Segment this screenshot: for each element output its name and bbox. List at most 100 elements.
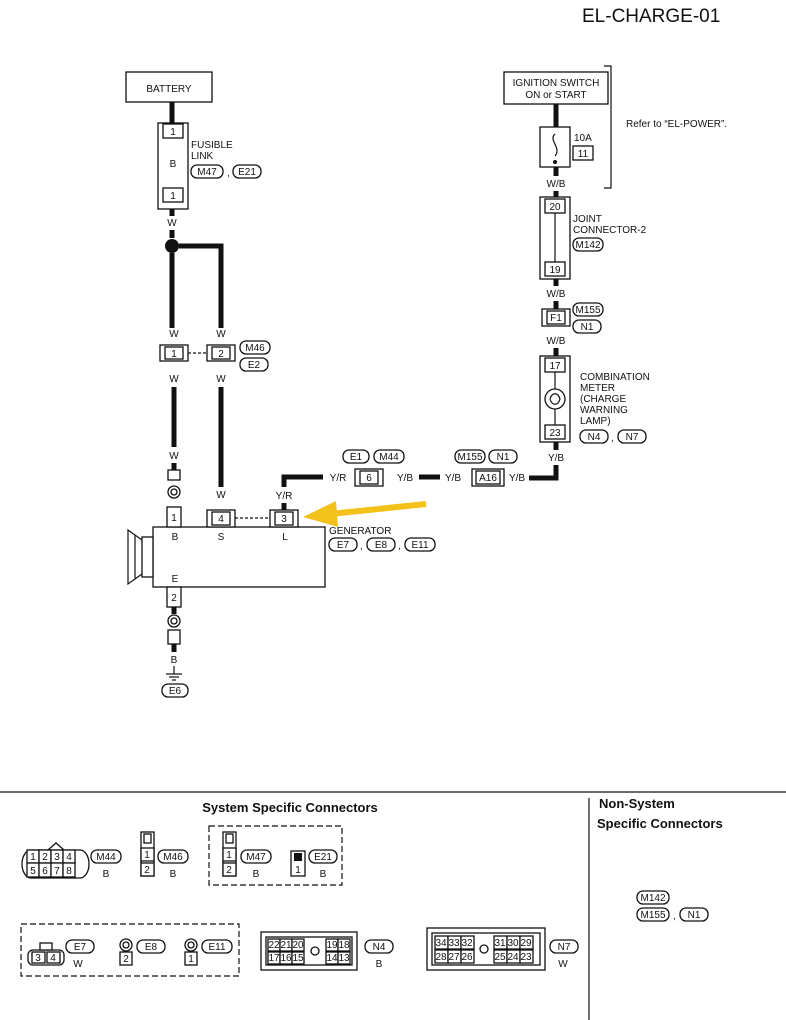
- conn-n1b-oval: [488, 449, 518, 464]
- fuse-number: 11: [578, 149, 589, 160]
- wire-label-w-6: W: [169, 451, 179, 462]
- legend-n4-oval: [364, 939, 394, 954]
- svg-text:20: 20: [292, 940, 304, 951]
- eyelet-b-inner: [170, 488, 178, 496]
- svg-text:29: 29: [520, 938, 532, 949]
- legend-m46-oval: [157, 849, 189, 864]
- legend-m44-color: B: [103, 869, 110, 880]
- battery-box: [125, 71, 213, 103]
- svg-text:24: 24: [507, 952, 519, 963]
- svg-text:19: 19: [326, 940, 338, 951]
- legend-n4: N4: [373, 942, 386, 953]
- m44-pin-grid: 1 2 3 4 5 6 7 8: [26, 849, 76, 878]
- gen-terminal-b: 1 B: [166, 506, 182, 543]
- sep-gen-2: ,: [398, 541, 401, 552]
- conn-m47: M47: [197, 167, 217, 178]
- conn-e11: E11: [411, 540, 428, 551]
- joint-label-2: CONNECTOR-2: [573, 225, 647, 236]
- legend-m46: M46: [163, 852, 183, 863]
- fuse-10a: [539, 126, 571, 168]
- generator: [127, 526, 326, 588]
- eyelet-box-b: [167, 469, 181, 481]
- legend-e21-oval: [308, 849, 338, 864]
- svg-text:32: 32: [461, 938, 473, 949]
- gen-term-e: E: [172, 574, 179, 585]
- legend-m44-oval: [90, 849, 122, 864]
- legend-m47-oval: [240, 849, 272, 864]
- gen-pin-e: 2: [171, 593, 177, 604]
- conn-m155b: M155: [457, 452, 482, 463]
- conn-n7: N7: [626, 432, 639, 443]
- legend-e11: E11: [208, 942, 225, 953]
- conn-e8: E8: [375, 540, 388, 551]
- conn-m142-oval: [572, 237, 604, 252]
- legend-e21-connector: 1: [290, 850, 306, 877]
- pin-f1: F1: [550, 313, 562, 324]
- legend-m47-connector: 1 2: [222, 831, 237, 877]
- wire-label-yb-1: Y/B: [548, 453, 564, 464]
- conn-e6-oval: [161, 683, 189, 698]
- legend-e8-oval: [136, 939, 166, 954]
- legend-m155-oval: [636, 907, 670, 922]
- conn-m155b-oval: [454, 449, 486, 464]
- meter-label-3: (CHARGE: [580, 394, 626, 405]
- highlight-arrow-head: [303, 501, 338, 527]
- gen-terminal-s: 4 S: [206, 509, 236, 543]
- legend-e21-color: B: [320, 869, 327, 880]
- gen-term-l: L: [282, 532, 288, 543]
- svg-text:7: 7: [54, 866, 60, 877]
- legend-n7-connector: 34 33 32 31 30 29 28 27 26 25 24 23: [426, 927, 546, 971]
- wire-label-b: B: [171, 655, 178, 666]
- legend-e21: E21: [314, 852, 332, 863]
- meter-label-5: LAMP): [580, 416, 611, 427]
- gen-terminal-l: 3 L: [269, 509, 299, 543]
- legend-n7-color: W: [558, 959, 568, 970]
- pin-c2: 2: [218, 349, 224, 360]
- conn-e2: E2: [248, 360, 261, 371]
- conn-e7-oval: [328, 537, 358, 552]
- wire-label-yb-3: Y/B: [445, 473, 461, 484]
- pin-a16: A16: [479, 473, 497, 484]
- connector-a16: A16: [471, 468, 505, 487]
- splice-dot: [165, 239, 179, 253]
- conn-n1: N1: [581, 322, 594, 333]
- svg-text:16: 16: [280, 953, 292, 964]
- legend-m44: M44: [96, 852, 116, 863]
- sep-meter: ,: [611, 433, 614, 444]
- svg-text:1: 1: [144, 850, 150, 861]
- conn-n4-oval: [579, 429, 609, 444]
- conn-e21: E21: [238, 167, 256, 178]
- wire-label-w-1: W: [167, 218, 177, 229]
- legend-n4-connector: 22 21 20 19 18 17 16 15 14 13: [260, 931, 358, 971]
- legend-e7: E7: [74, 942, 87, 953]
- fuse-number-box: [572, 145, 594, 161]
- wire-w-right: [179, 243, 224, 328]
- legend-e11-oval: [201, 939, 233, 954]
- svg-text:14: 14: [326, 953, 338, 964]
- svg-text:1: 1: [30, 852, 36, 863]
- wire-label-wb-1: W/B: [547, 179, 566, 190]
- conn-n7-oval: [617, 429, 647, 444]
- ignition-label-1: IGNITION SWITCH: [513, 78, 600, 89]
- svg-text:22: 22: [268, 940, 280, 951]
- conn-e7: E7: [337, 540, 350, 551]
- svg-text:18: 18: [338, 940, 350, 951]
- diagram-code: EL-CHARGE-01: [582, 6, 720, 27]
- connector-f1: F1: [541, 308, 571, 327]
- svg-text:26: 26: [461, 952, 473, 963]
- legend-m46-connector: 1 2: [140, 831, 155, 877]
- svg-text:1: 1: [188, 954, 194, 965]
- svg-text:17: 17: [268, 953, 280, 964]
- fusible-link: 1 1 B: [157, 122, 189, 210]
- svg-text:33: 33: [448, 938, 460, 949]
- connector-6: 6: [354, 468, 384, 487]
- refer-bracket: [604, 65, 612, 189]
- legend-m142-oval: [636, 890, 670, 905]
- legend-group-1: [208, 825, 343, 886]
- svg-text:6: 6: [42, 866, 48, 877]
- joint-connector: 20 19: [539, 196, 571, 280]
- gen-term-b: B: [172, 532, 179, 543]
- meter-label-4: WARNING: [580, 405, 628, 416]
- wire-label-w-3: W: [216, 329, 226, 340]
- legend-n1: N1: [688, 910, 701, 921]
